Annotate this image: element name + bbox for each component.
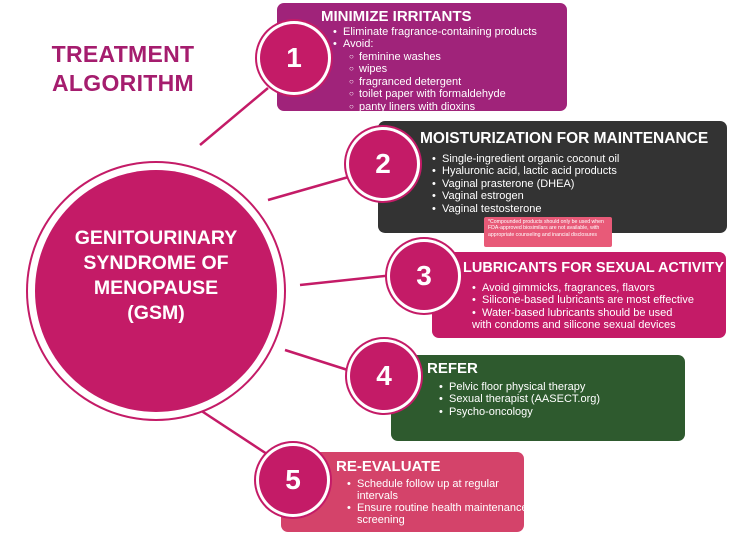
step-2-title: MOISTURIZATION FOR MAINTENANCE xyxy=(420,130,709,147)
step-1-number: 1 xyxy=(260,24,328,92)
gsm-center-circle xyxy=(35,170,277,412)
step-1-subitem: feminine washes xyxy=(349,51,506,64)
step-2-item: Vaginal prasterone (DHEA) xyxy=(432,178,619,191)
gsm-center-label: GENITOURINARY SYNDROME OF MENOPAUSE (GSM… xyxy=(35,226,277,326)
step-4-item: Psycho-oncology xyxy=(439,406,600,419)
gsm-line-4: (GSM) xyxy=(127,302,185,324)
step-4-item: Sexual therapist (AASECT.org) xyxy=(439,393,600,406)
step-3-item: Water-based lubricants should be used xyxy=(472,307,694,320)
step-1-item: Avoid: xyxy=(333,38,537,51)
step-4-number: 4 xyxy=(350,342,418,410)
step-3-item-continuation: with condoms and silicone sexual devices xyxy=(472,319,676,331)
step-1-subitem: toilet paper with formaldehyde xyxy=(349,88,506,101)
diagram-title: TREATMENT ALGORITHM xyxy=(18,40,228,98)
gsm-line-3: MENOPAUSE xyxy=(93,277,219,299)
connector-5 xyxy=(199,408,271,458)
step-1-subitem: panty liners with dioxins xyxy=(349,101,506,114)
step-5-item-continuation: intervals xyxy=(357,490,398,502)
step-5-list: Schedule follow up at regular intervals … xyxy=(347,478,528,526)
step-2-number: 2 xyxy=(349,130,417,198)
step-2-item: Single-ingredient organic coconut oil xyxy=(432,153,619,166)
step-4-list: Pelvic floor physical therapy Sexual the… xyxy=(439,381,600,419)
step-1-title: MINIMIZE IRRITANTS xyxy=(321,8,472,25)
connector-4 xyxy=(284,348,355,374)
gsm-line-1: GENITOURINARY xyxy=(74,227,238,249)
step-4-title: REFER xyxy=(427,360,478,377)
title-line-1: TREATMENT xyxy=(51,41,195,67)
step-5-number: 5 xyxy=(259,446,327,514)
step-3-number: 3 xyxy=(390,242,458,310)
step-1-sublist: feminine washes wipes fragranced deterge… xyxy=(349,51,506,113)
step-4-item: Pelvic floor physical therapy xyxy=(439,381,600,394)
gsm-line-2: SYNDROME OF xyxy=(83,252,229,274)
step-3-item: Avoid gimmicks, fragrances, flavors xyxy=(472,282,694,295)
step-5-item: Ensure routine health maintenance xyxy=(347,502,528,514)
step-2-list: Single-ingredient organic coconut oil Hy… xyxy=(432,153,619,215)
step-2-item: Vaginal testosterone xyxy=(432,203,619,216)
compounded-footnote: *Compounded products should only be used… xyxy=(484,217,612,247)
connector-2 xyxy=(267,174,353,202)
step-5-item-continuation: screening xyxy=(357,514,405,526)
step-3-box: LUBRICANTS FOR SEXUAL ACTIVITY Avoid gim… xyxy=(432,252,726,338)
step-1-item: Eliminate fragrance-containing products xyxy=(333,26,537,39)
step-2-item: Vaginal estrogen xyxy=(432,190,619,203)
connector-1 xyxy=(199,87,269,146)
step-3-title: LUBRICANTS FOR SEXUAL ACTIVITY xyxy=(463,260,725,276)
step-4-box: REFER Pelvic floor physical therapy Sexu… xyxy=(391,355,685,441)
step-1-list: Eliminate fragrance-containing products … xyxy=(333,26,537,51)
step-2-item: Hyaluronic acid, lactic acid products xyxy=(432,165,619,178)
step-1-subitem: fragranced detergent xyxy=(349,76,506,89)
step-5-title: RE-EVALUATE xyxy=(336,458,441,475)
connector-3 xyxy=(299,273,395,287)
title-line-2: ALGORITHM xyxy=(52,70,194,96)
step-3-item: Silicone-based lubricants are most effec… xyxy=(472,294,694,307)
step-5-item: Schedule follow up at regular xyxy=(347,478,528,490)
step-3-list: Avoid gimmicks, fragrances, flavors Sili… xyxy=(472,282,694,320)
step-1-subitem: wipes xyxy=(349,63,506,76)
step-2-box: MOISTURIZATION FOR MAINTENANCE Single-in… xyxy=(378,121,727,233)
